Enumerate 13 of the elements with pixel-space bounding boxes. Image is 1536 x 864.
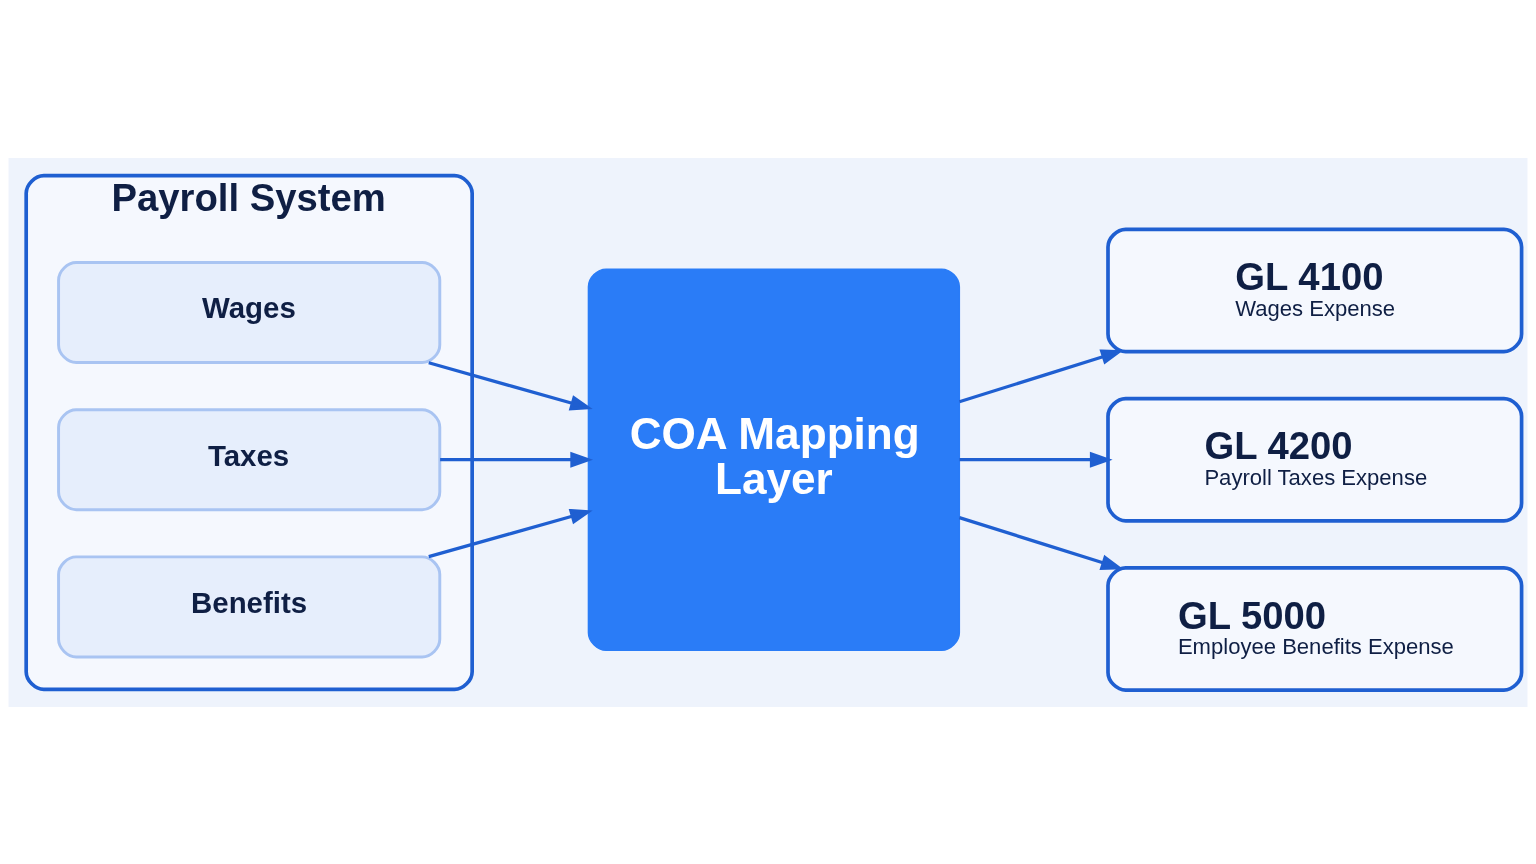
arrow [959, 451, 1113, 468]
node-box: GL 4100 Wages Expense [1106, 227, 1524, 353]
node-box: Benefits [57, 554, 442, 658]
node-box: GL 5000 Employee Benefits Expense [1106, 565, 1524, 692]
node-box: GL 4200 Payroll Taxes Expense [1106, 396, 1524, 523]
arrow [958, 348, 1124, 403]
arrow [958, 515, 1124, 570]
arrow [440, 451, 594, 468]
node-box: COA Mapping Layer [587, 267, 961, 651]
arrow [428, 508, 593, 558]
arrow [428, 360, 593, 411]
node-box: Wages [57, 260, 442, 364]
node-box: Taxes [57, 407, 442, 511]
